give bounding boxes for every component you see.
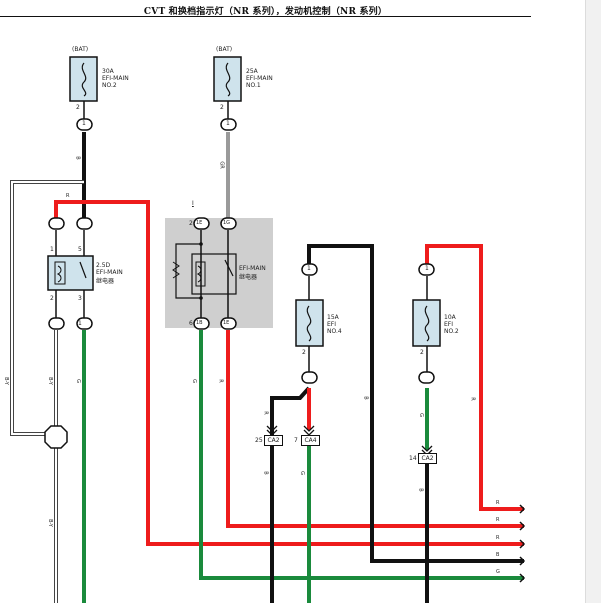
wcode-f3-out: R: [262, 411, 269, 415]
wcode-f4-out: G: [417, 413, 424, 417]
relay2-line2: 继电器: [239, 274, 258, 281]
relay2-pin-c: 1G: [223, 220, 231, 226]
fuse-efi-main-no2: [69, 56, 98, 120]
wcode-rb5: G: [496, 569, 500, 575]
fuse2-pin-bottom: 2: [220, 104, 224, 111]
fuse4-pin-top: 1: [425, 265, 429, 272]
fuse3-rating: 15A: [327, 314, 339, 321]
connector-ca2-code: CA2: [264, 435, 283, 446]
wcode-relay1-out-left: B-Y: [46, 377, 53, 385]
relay-efi-main-25d: [47, 230, 94, 318]
relay2-pin-d: 6: [189, 320, 193, 327]
fuse1-pin-bottom: 2: [76, 104, 80, 111]
wcode-rb2: R: [496, 517, 500, 523]
wire-f3-out-black: [270, 386, 311, 603]
wcode-relay-in: R: [66, 193, 70, 199]
fuse1-name: EFI-MAIN: [102, 75, 129, 82]
fuse1-no: NO.2: [102, 82, 117, 89]
fuse3-name: EFI: [327, 321, 337, 328]
terminal-pills: [48, 118, 435, 384]
fuse1-pin-top: 1: [82, 120, 86, 127]
wcode-relay2-out-right: R: [217, 379, 224, 383]
wcode-rb4: B: [496, 552, 500, 558]
vertical-scrollbar[interactable]: [585, 0, 601, 603]
fuse4-rating: 10A: [444, 314, 456, 321]
page-title: CVT 和换档指示灯（NR 系列），发动机控制（NR 系列）: [143, 7, 388, 17]
relay1-pin-2: 2: [50, 295, 54, 302]
fuse-efi-no4: [295, 276, 324, 372]
wcode-ca2b-down: B: [417, 488, 424, 492]
fuse-efi-no2: [412, 276, 441, 372]
relay1-pin-5: 5: [78, 246, 82, 253]
wire-end-arrows: [519, 504, 526, 583]
wire-relay2-out-left: [199, 330, 524, 580]
fuse4-no: NO.2: [444, 328, 459, 335]
relay2-pin-e: 1B: [196, 320, 203, 326]
relay1-pin-3: 3: [78, 295, 82, 302]
connector-label-1: 1: [78, 320, 82, 327]
connector-ca4-code: CA4: [301, 435, 320, 446]
connector-ca2b-code: CA2: [418, 453, 437, 464]
wiring-diagram: [10, 56, 526, 603]
relay1-line1: 2.5D: [96, 262, 111, 269]
fuse1-source: (BAT): [72, 46, 89, 53]
relay2-line1: EFI-MAIN: [239, 265, 266, 272]
wcode-relay1-out-right: G: [74, 379, 81, 383]
wcode-relay2-out-left: G: [190, 379, 197, 383]
wcode-loop: B-Y: [2, 377, 9, 385]
connector-ca4-pin: 7: [294, 437, 298, 444]
wcode-ca4-down: G: [298, 471, 305, 475]
relay2-pin-f: 1E: [223, 320, 230, 326]
title-divider: [0, 16, 531, 17]
wcode-ca2-down: B: [262, 471, 269, 475]
wire-f3-top: [307, 244, 524, 563]
fuse2-pin-top: 1: [226, 120, 230, 127]
fuse-efi-main-no1: [213, 56, 242, 120]
relay2-pin-b: 1E: [196, 220, 203, 226]
wcode-f3-top: B: [362, 396, 369, 400]
wcode-bat1: B: [74, 156, 81, 160]
connector-ca2b-pin: 14: [409, 455, 417, 462]
fuse3-no: NO.4: [327, 328, 342, 335]
wcode-rb1: R: [496, 500, 500, 506]
relay1-line3: 继电器: [96, 278, 115, 285]
relay1-line2: EFI-MAIN: [96, 269, 123, 276]
wcode-loop-low: B-Y: [46, 519, 53, 527]
fuse2-source: (BAT): [216, 46, 233, 53]
wcode-rb3: R: [496, 535, 500, 541]
wcode-bat2: GR: [218, 161, 225, 169]
junction-node: [44, 425, 68, 449]
fuse3-pin-bottom: 2: [302, 349, 306, 356]
wire-f4-top: [425, 244, 524, 511]
inline-connector-marks: [266, 425, 433, 456]
fuse3-pin-top: 1: [307, 265, 311, 272]
connector-ca2-pin: 25: [255, 437, 263, 444]
fuse1-rating: 30A: [102, 68, 114, 75]
wcode-right-vert: R: [469, 397, 476, 401]
relay-module-box: [165, 218, 273, 328]
wire-loop: [10, 180, 84, 436]
fuse4-pin-bottom: 2: [420, 349, 424, 356]
fuse2-rating: 25A: [246, 68, 258, 75]
fuse2-name: EFI-MAIN: [246, 75, 273, 82]
fuse2-no: NO.1: [246, 82, 261, 89]
relay-efi-main: [172, 230, 237, 318]
relay1-pin-1: 1: [50, 246, 54, 253]
connector-label-i: I: [192, 200, 194, 207]
relay2-pin-a: 2: [189, 220, 193, 227]
fuse4-name: EFI: [444, 321, 454, 328]
wire-relay-in: [54, 200, 524, 546]
